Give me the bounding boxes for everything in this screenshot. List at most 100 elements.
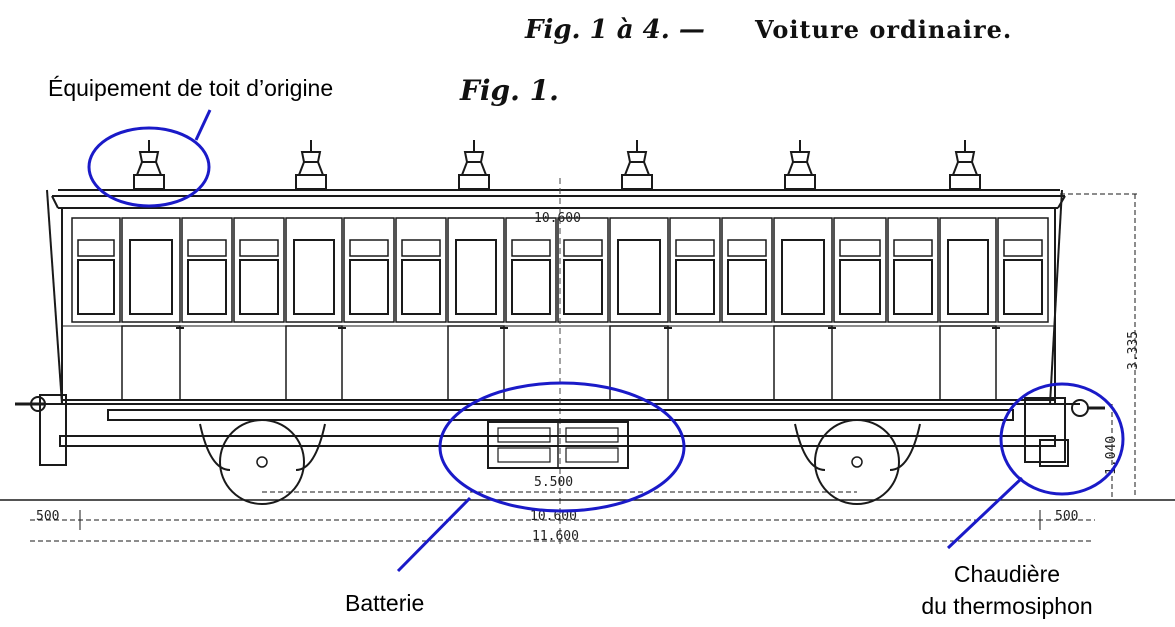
door — [773, 217, 836, 401]
window — [557, 217, 609, 323]
lamp-hood — [951, 161, 979, 176]
door-window — [781, 239, 825, 315]
window-pane — [563, 259, 603, 315]
lamp-base — [621, 174, 653, 190]
figure-subtitle: Fig. 1. — [459, 74, 559, 107]
window-pane — [77, 259, 115, 315]
lamp-base — [295, 174, 327, 190]
window-pane — [727, 259, 767, 315]
lamp-head — [954, 151, 976, 163]
bay-frame — [721, 217, 773, 323]
door-lower-panel — [285, 325, 343, 401]
lamp-base — [949, 174, 981, 190]
boiler-callout-leader — [946, 476, 1024, 550]
bay-frame — [505, 217, 557, 323]
dim-overhang-left: 500 — [36, 509, 59, 524]
window-pane — [893, 259, 933, 315]
window-pane — [675, 259, 715, 315]
dim-height: 3.335 — [1126, 331, 1141, 370]
roof-callout-ellipse — [87, 126, 211, 208]
window-top-light — [239, 239, 279, 257]
boiler-callout-ellipse — [999, 382, 1125, 496]
bay-frame — [343, 217, 395, 323]
battery-callout-ellipse — [438, 381, 686, 513]
window-top-light — [839, 239, 881, 257]
roof-lamp — [949, 140, 981, 190]
battery-callout-leader — [396, 496, 472, 573]
figure-label: Fig. 1 à 4. — — [524, 15, 705, 45]
dim-wheelbase: 5.500 — [534, 475, 573, 490]
window — [395, 217, 447, 323]
bay-frame — [833, 217, 887, 323]
window — [721, 217, 773, 323]
wheel-right — [794, 419, 921, 505]
window — [887, 217, 939, 323]
window-pane — [239, 259, 279, 315]
door-lower-panel — [121, 325, 181, 401]
roof-lamp — [295, 140, 327, 190]
door — [121, 217, 184, 401]
door-window — [947, 239, 989, 315]
bay-frame — [609, 217, 669, 323]
thermosiphon-boiler — [1024, 397, 1105, 467]
door — [609, 217, 672, 401]
bay-frame — [997, 217, 1049, 323]
window-top-light — [401, 239, 441, 257]
window-top-light — [1003, 239, 1043, 257]
window-top-light — [349, 239, 389, 257]
dim-overall-length: 11.600 — [532, 529, 579, 544]
window-top-light — [893, 239, 933, 257]
window-top-light — [187, 239, 227, 257]
door — [447, 217, 508, 401]
roof — [51, 189, 1066, 209]
window — [343, 217, 395, 323]
buffers-left — [15, 394, 67, 466]
boiler-label-line1: Chaudière — [954, 561, 1060, 587]
window — [505, 217, 557, 323]
lamp-hood — [460, 161, 488, 176]
roof-callout-leader — [194, 109, 212, 141]
wheel-left — [199, 419, 326, 505]
window-pane — [349, 259, 389, 315]
bay-frame — [447, 217, 505, 323]
door-window — [293, 239, 335, 315]
dimension-lines — [30, 193, 1140, 542]
lamp-base — [133, 174, 165, 190]
lamp-base — [784, 174, 816, 190]
bay-frame — [887, 217, 939, 323]
door-lower-panel — [773, 325, 833, 401]
door-lower-panel — [447, 325, 505, 401]
door-lower-panel — [609, 325, 669, 401]
door — [285, 217, 346, 401]
lamp-head — [626, 151, 648, 163]
door — [939, 217, 1000, 401]
roof-lamps — [133, 140, 981, 190]
underframe — [0, 403, 1175, 501]
lamp-head — [463, 151, 485, 163]
window-top-light — [727, 239, 767, 257]
bay-frame — [773, 217, 833, 323]
lamp-head — [300, 151, 322, 163]
window-top-light — [563, 239, 603, 257]
body-panels — [71, 217, 1049, 401]
lamp-hood — [786, 161, 814, 176]
window-pane — [1003, 259, 1043, 315]
window — [181, 217, 233, 323]
lamp-base — [458, 174, 490, 190]
window — [669, 217, 721, 323]
window-top-light — [511, 239, 551, 257]
door-window — [617, 239, 661, 315]
lamp-hood — [623, 161, 651, 176]
lamp-hood — [135, 161, 163, 176]
bay-frame — [233, 217, 285, 323]
door-window — [129, 239, 173, 315]
bay-frame — [285, 217, 343, 323]
window-top-light — [675, 239, 715, 257]
window — [833, 217, 887, 323]
bay-frame — [181, 217, 233, 323]
bay-frame — [395, 217, 447, 323]
roof-lamp — [458, 140, 490, 190]
bay-frame — [939, 217, 997, 323]
window — [997, 217, 1049, 323]
